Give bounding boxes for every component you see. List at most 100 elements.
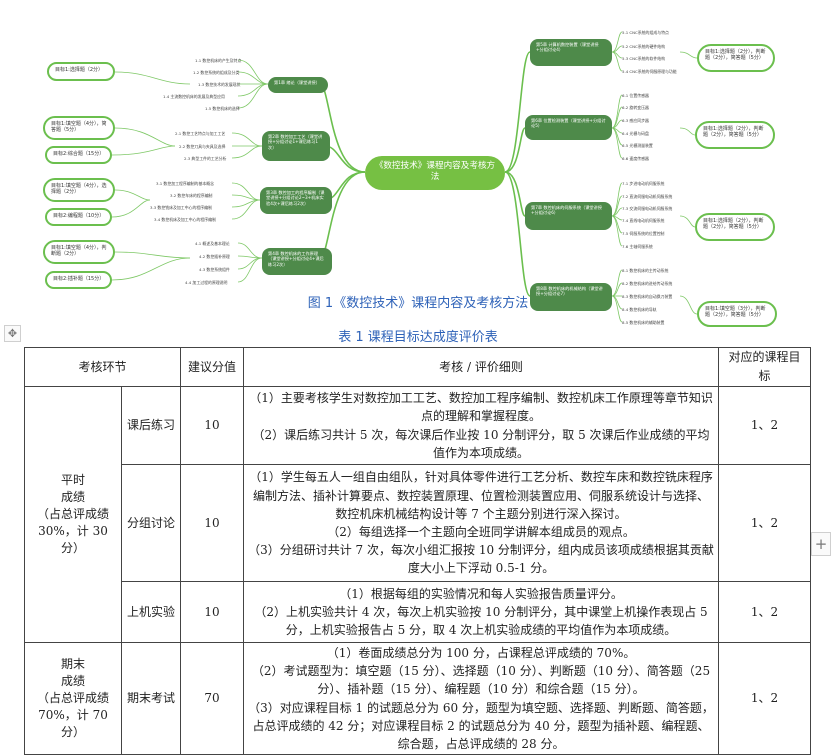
ch6-leaf: 6.3 感应同步器	[622, 118, 649, 123]
table-row: 平时 成绩 （占总评成绩 30%，计 30 分） 课后练习 10 （1）主要考核…	[24, 386, 812, 643]
item-cell: 期末考试	[120, 642, 182, 755]
ch8-leaf: 8.4 数控机床的导轨	[622, 307, 657, 312]
item-cell: 课后练习	[120, 386, 182, 465]
ch5-leaf: 5.1 CNC系统的组成与特点	[622, 30, 669, 35]
ch8-leaf: 8.2 数控机床的进给传动系统	[622, 281, 673, 286]
evaluation-table: 考核环节 建议分值 考核 / 评价细则 对应的课程目标 平时 成绩 （占总评成绩…	[23, 347, 812, 755]
detail-cell: （1）学生每五人一组自由组队，针对具体零件进行工艺分析、数控车床和数控铣床程序编…	[243, 464, 720, 582]
score-cell: 10	[180, 386, 245, 465]
ch2-leaf: 2.3 典型工件的工艺分析	[184, 156, 227, 161]
ch7-leaf: 7.4 直线电动机伺服系统	[622, 218, 665, 223]
ch1-leaf: 1.3 数控技术的发展现状	[198, 82, 241, 87]
ch3-leaf: 3.1 数控加工程序编制的基本概念	[156, 181, 215, 186]
target-cell: 1、2	[718, 386, 812, 465]
ch3-leaf: 3.3 数控铣床及加工中心的程序编制	[150, 205, 212, 210]
goal-node-ch2-1: 目标1:填空题（4分），简答题（5分）	[43, 116, 115, 140]
target-cell: 1、2	[718, 642, 812, 755]
detail-cell: （1）根据每组的实验情况和每人实验报告质量评分。 （2）上机实验共计 4 次，每…	[243, 581, 720, 643]
chapter-4-node: 第4章 数控机床的工作原理（课堂讲授+分组讨论4+课后练习2次）	[262, 248, 332, 275]
goal-node-ch8: 目标1:填空题（3分），判断题（2分），简答题（5分）	[697, 301, 777, 327]
table-move-handle-icon[interactable]: ✥	[4, 325, 21, 342]
table-row: 上机实验 10 （1）根据每组的实验情况和每人实验报告质量评分。 （2）上机实验…	[25, 581, 812, 643]
ch8-leaf: 8.3 数控机床的自动换刀装置	[622, 294, 673, 299]
ch6-leaf: 6.2 旋转变压器	[622, 105, 649, 110]
ch2-leaf: 2.1 数控工艺特点与加工工艺	[175, 131, 226, 136]
ch6-leaf: 6.1 位置传感器	[622, 93, 649, 98]
ch1-leaf: 1.5 数控机床的选择	[205, 106, 240, 111]
ch8-leaf: 8.1 数控机床的主传动系统	[622, 268, 669, 273]
detail-line: （3）对应课程目标 1 的试题总分为 60 分，题型为填空题、选择题、判断题、简…	[248, 700, 714, 751]
detail-line: （2）上机实验共计 4 次，每次上机实验按 10 分制评分，其中课堂上机操作表现…	[254, 604, 708, 638]
detail-line: （3）分组研讨共计 7 次，每次小组汇报按 10 分制评分，组内成员该项成绩根据…	[248, 543, 714, 576]
mind-map: 《数控技术》课程内容及考核方法 第1章 绪论（课堂讲授） 第2章 数控加工工艺（…	[0, 0, 836, 327]
detail-line: （1）学生每五人一组自由组队，针对具体零件进行工艺分析、数控车床和数控铣床程序编…	[249, 470, 713, 521]
score-cell: 70	[180, 642, 245, 755]
goal-node-ch5: 目标1:选择题（2分），判断题（2分），简答题（5分）	[697, 44, 775, 72]
mindmap-center-node: 《数控技术》课程内容及考核方法	[365, 156, 505, 190]
ch3-leaf: 3.4 数控机床及加工中心的程序编制	[154, 217, 216, 222]
target-cell: 1、2	[718, 464, 812, 582]
ch8-leaf: 8.5 数控机床的辅助装置	[622, 320, 665, 325]
ch5-leaf: 5.3 CNC系统的软件结构	[622, 56, 666, 61]
score-cell: 10	[180, 581, 245, 643]
group-label-cell: 平时 成绩 （占总评成绩 30%，计 30 分）	[24, 386, 122, 643]
table-header-row: 考核环节 建议分值 考核 / 评价细则 对应的课程目标	[23, 347, 812, 387]
detail-line: （1）根据每组的实验情况和每人实验报告质量评分。	[339, 586, 623, 601]
add-column-icon[interactable]: +	[811, 532, 831, 556]
connector-center-ch5	[504, 51, 531, 173]
chapter-8-node: 第8章 数控机床的机械结构（课堂讲授+分组讨论7）	[530, 283, 612, 311]
ch6-leaf: 6.4 光栅与码盘	[622, 131, 649, 136]
chapter-5-node: 第5章 计算机数控装置（课堂讲授+分组讨论4）	[530, 39, 612, 66]
ch7-leaf: 7.2 直流伺服电动机伺服系统	[622, 194, 673, 199]
ch7-leaf: 7.3 交流伺服电动机伺服系统	[622, 206, 673, 211]
connector-center-ch6	[504, 127, 526, 173]
ch5-leaf: 5.4 CNC系统的伺服原理与功能	[622, 69, 677, 74]
detail-line: （1）主要考核学生对数控加工工艺、数控加工程序编制、数控机床工作原理等章节知识点…	[249, 391, 713, 424]
detail-cell: （1）卷面成绩总分为 100 分，占课程总评成绩的 70%。 （2）考试题型为：…	[243, 642, 720, 755]
mind-map-connectors	[111, 31, 698, 323]
goal-node-ch6: 目标1:选择题（2分），判断题（2分），简答题（5分）	[695, 121, 775, 149]
detail-line: （1）卷面成绩总分为 100 分，占课程总评成绩的 70%。	[326, 645, 636, 660]
ch4-leaf: 4.4 加工过程的原理说明	[185, 280, 228, 285]
goal-node-ch7: 目标1:选择题（2分），判断题（2分），简答题（5分）	[695, 213, 775, 241]
score-cell: 10	[180, 464, 245, 582]
goal-node-ch4-1: 目标1:填空题（4分），判断题（2分）	[43, 240, 115, 264]
detail-line: （2）每组选择一个主题向全班同学讲解本组成员的观点。	[327, 525, 635, 539]
item-cell: 上机实验	[120, 581, 182, 643]
detail-line: （2）课后练习共计 5 次，每次课后作业按 10 分制评分，取 5 次课后作业成…	[252, 427, 710, 460]
ch3-leaf: 3.2 数控车床的程序编制	[170, 193, 213, 198]
table-caption: 表 1 课程目标达成度评价表	[338, 330, 498, 345]
header-cell: 对应的课程目标	[718, 347, 812, 387]
goal-node-ch2-2: 目标2:综合题（15分）	[45, 146, 112, 164]
target-cell: 1、2	[718, 581, 812, 643]
ch7-leaf: 7.1 步进电动机伺服系统	[622, 181, 665, 186]
ch1-leaf: 1.2 数控系统的组成及分类	[193, 70, 240, 75]
ch4-leaf: 4.3 数控系统组件	[199, 267, 230, 272]
header-cell: 考核环节	[23, 347, 182, 387]
header-cell: 考核 / 评价细则	[243, 347, 720, 387]
goal-node-ch3-2: 目标2:编程题（10分）	[45, 208, 112, 226]
detail-cell: （1）主要考核学生对数控加工工艺、数控加工程序编制、数控机床工作原理等章节知识点…	[243, 386, 720, 465]
header-cell: 建议分值	[180, 347, 245, 387]
chapter-2-node: 第2章 数控加工工艺（课堂讲授+分组讨论1+课后练习1次）	[262, 131, 330, 161]
goal-node-ch3-1: 目标1:填空题（4分），选择题（2分）	[43, 178, 115, 202]
ch7-leaf: 7.5 伺服系统的位置控制	[622, 231, 665, 236]
chapter-7-node: 第7章 数控机床的伺服系统（课堂讲授+分组讨论6）	[525, 202, 612, 230]
table-row: 期末 成绩 （占总评成绩 70%，计 70 分） 期末考试 70 （1）卷面成绩…	[24, 642, 812, 755]
table-row: 分组讨论 10 （1）学生每五人一组自由组队，针对具体零件进行工艺分析、数控车床…	[25, 464, 812, 582]
group-label-cell: 期末 成绩 （占总评成绩 70%，计 70 分）	[24, 642, 122, 755]
ch4-leaf: 4.2 数控插补原理	[199, 254, 230, 259]
chapter-1-node: 第1章 绪论（课堂讲授）	[268, 77, 328, 93]
ch1-leaf: 1.4 主流数控机床的发展及典型应用	[163, 94, 225, 99]
ch1-leaf: 1.1 数控机床的产生及特点	[195, 58, 242, 63]
connector-center-ch8	[504, 171, 531, 297]
chapter-3-node: 第3章 数控加工的程序编制（课堂讲授+分组讨论2~3+机床实验4次+课后练习2次…	[260, 187, 332, 214]
item-cell: 分组讨论	[120, 464, 182, 582]
ch6-leaf: 6.6 速度传感器	[622, 156, 649, 161]
ch4-leaf: 4.1 概述及基本理论	[195, 241, 230, 246]
goal-node-ch1: 目标1:选择题（2分）	[47, 62, 115, 81]
goal-node-ch4-2: 目标2:插补题（15分）	[45, 271, 112, 289]
ch5-leaf: 5.2 CNC系统的硬件结构	[622, 44, 666, 49]
ch7-leaf: 7.6 主轴伺服系统	[622, 244, 653, 249]
detail-line: （2）考试题型为：填空题（15 分）、选择题（10 分）、判断题（10 分）、简…	[251, 664, 711, 697]
